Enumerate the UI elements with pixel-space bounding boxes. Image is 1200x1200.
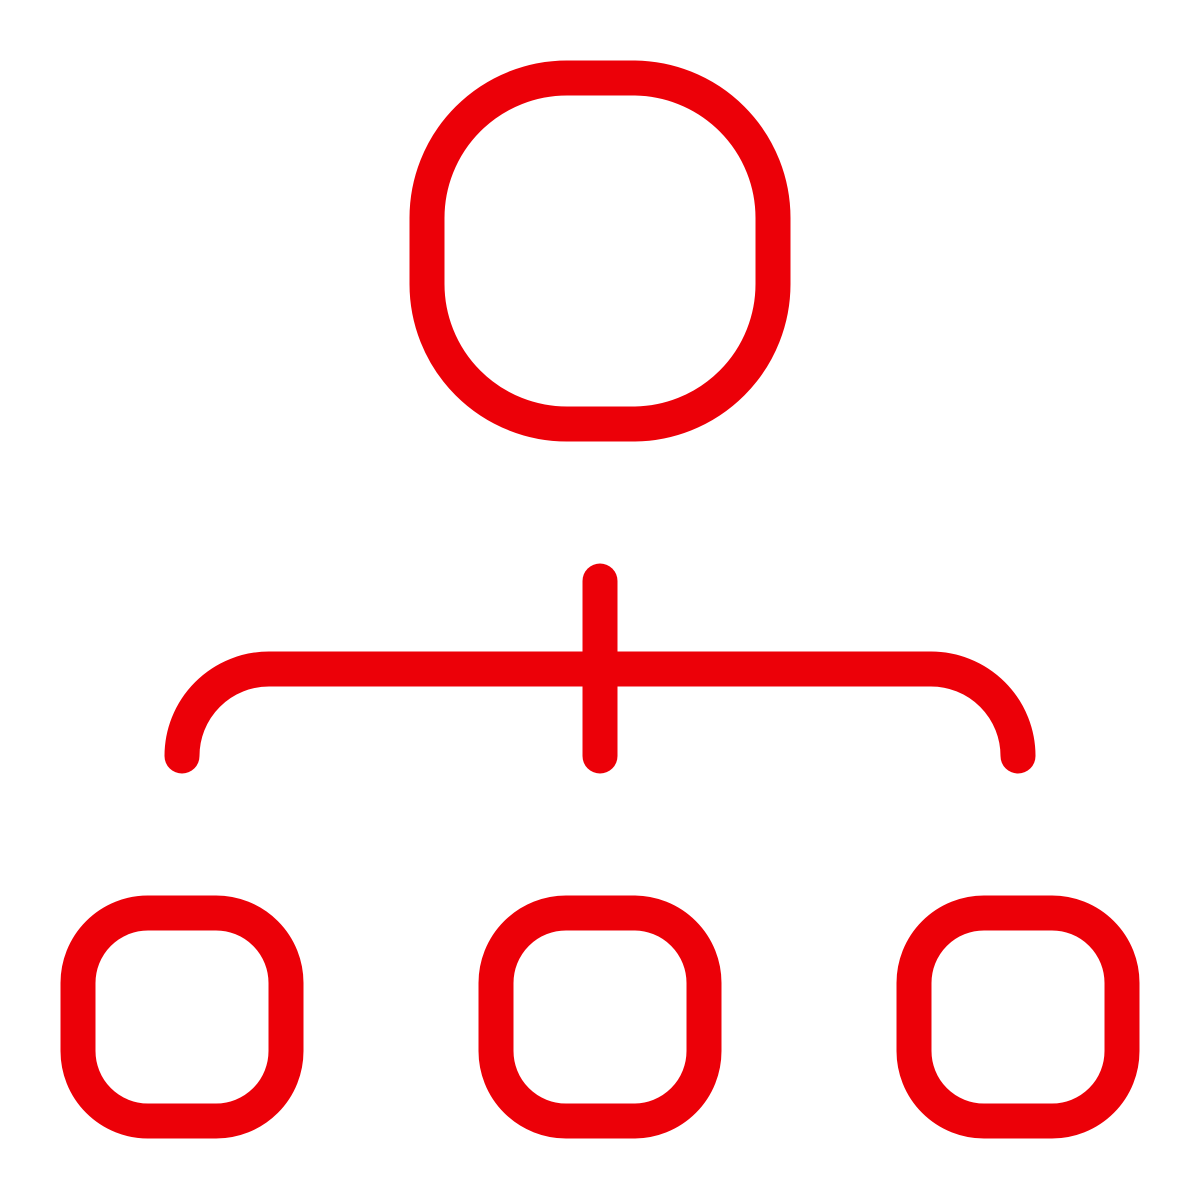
- child-node-left: [60, 895, 304, 1139]
- parent-node: [409, 60, 791, 442]
- child-node-center: [478, 895, 722, 1139]
- child-node-right: [896, 895, 1140, 1139]
- connector-bracket: [164, 651, 1036, 774]
